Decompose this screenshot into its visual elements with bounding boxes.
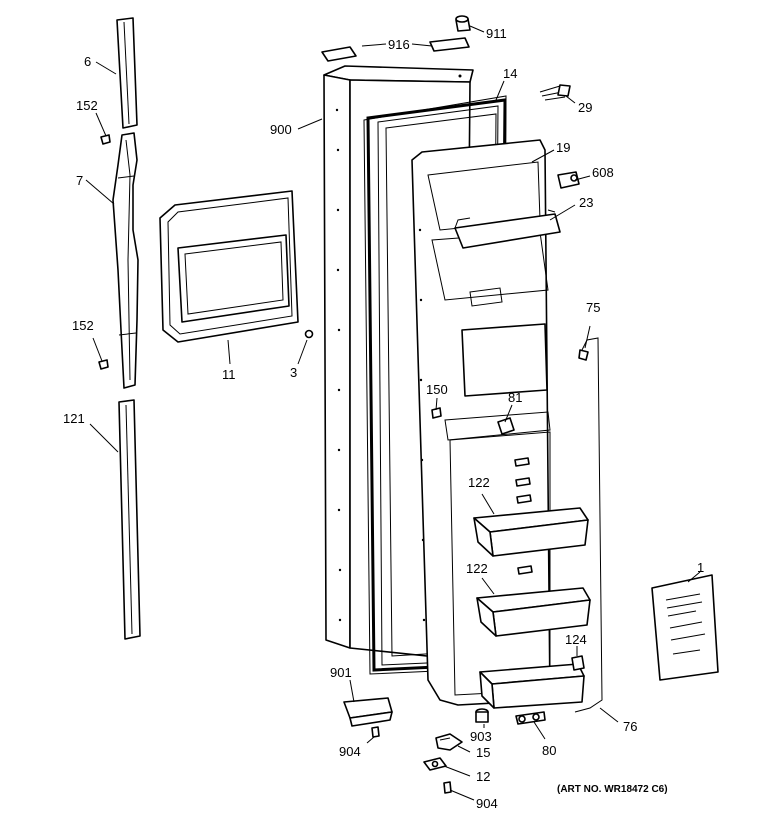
mounting-bracket <box>343 697 393 727</box>
door-bin-upper <box>473 507 589 557</box>
part-15 <box>435 733 463 751</box>
door-liner <box>411 139 551 706</box>
art-number: (ART NO. WR18472 C6) <box>557 784 668 795</box>
plug-button <box>455 15 471 32</box>
door-bin-lower <box>476 587 591 637</box>
shelf-clips <box>514 457 533 575</box>
part-labels: 6 152 7 152 121 11 3 900 916 911 14 29 1… <box>63 26 704 811</box>
door-bin-bottom <box>479 655 585 709</box>
control-module <box>557 171 580 189</box>
label-75: 75 <box>586 300 600 315</box>
label-900: 900 <box>270 122 292 137</box>
label-6: 6 <box>84 54 91 69</box>
screw-lower <box>98 359 109 370</box>
screw-upper <box>100 134 111 145</box>
owner-manual <box>651 574 719 681</box>
label-76: 76 <box>623 719 637 734</box>
part-80 <box>515 711 546 725</box>
handle-trim-bottom <box>118 399 141 640</box>
cover-clip <box>431 407 442 419</box>
wire-harness <box>539 84 571 101</box>
dispenser-frame <box>159 190 299 343</box>
label-121: 121 <box>63 411 85 426</box>
screw-904-upper <box>371 726 380 738</box>
label-901: 901 <box>330 665 352 680</box>
label-916: 916 <box>388 37 410 52</box>
part-903 <box>475 708 489 723</box>
upper-shelf <box>454 209 561 249</box>
part-12 <box>423 757 447 771</box>
label-152-lower: 152 <box>72 318 94 333</box>
label-122-lower: 122 <box>466 561 488 576</box>
label-122-upper: 122 <box>468 475 490 490</box>
label-152-upper: 152 <box>76 98 98 113</box>
label-3: 3 <box>290 365 297 380</box>
top-cap-left <box>321 46 357 62</box>
leader-lines <box>85 25 701 801</box>
handle-trim-top <box>116 17 138 129</box>
label-7: 7 <box>76 173 83 188</box>
label-80: 80 <box>542 743 556 758</box>
label-11: 11 <box>222 367 236 382</box>
grommet <box>304 329 314 339</box>
label-911: 911 <box>486 26 507 41</box>
label-904-lower: 904 <box>476 796 498 811</box>
label-903: 903 <box>470 729 492 744</box>
screw-904-lower <box>443 781 452 794</box>
label-150: 150 <box>426 382 448 397</box>
label-904-upper: 904 <box>339 744 361 759</box>
label-81: 81 <box>508 390 522 405</box>
label-608: 608 <box>592 165 614 180</box>
label-12: 12 <box>476 769 490 784</box>
top-cap-right <box>429 37 470 52</box>
label-15: 15 <box>476 745 490 760</box>
door-handle <box>112 132 139 389</box>
label-124: 124 <box>565 632 587 647</box>
label-14: 14 <box>503 66 517 81</box>
label-1: 1 <box>697 560 704 575</box>
label-23: 23 <box>579 195 593 210</box>
label-19: 19 <box>556 140 570 155</box>
label-29: 29 <box>578 100 592 115</box>
